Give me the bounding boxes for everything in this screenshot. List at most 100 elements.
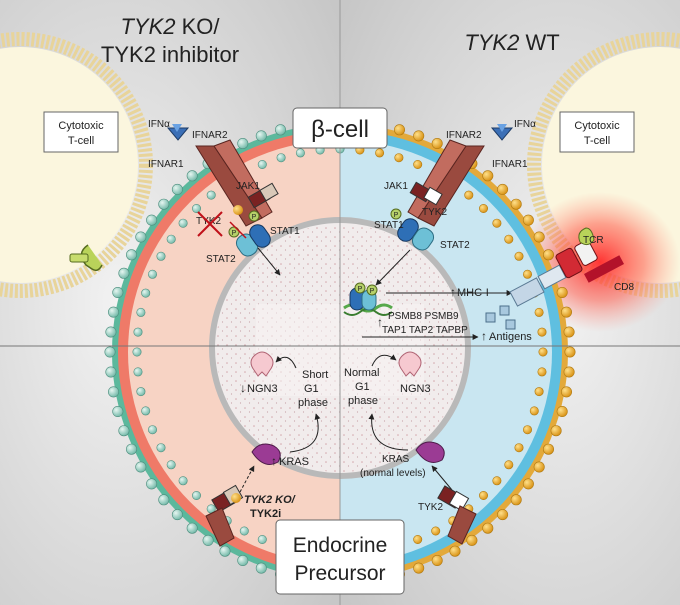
- header-left-line2: TYK2 inhibitor: [101, 42, 239, 67]
- endocrine-label: Endocrine: [293, 534, 388, 557]
- membrane-bead: [257, 160, 267, 170]
- membrane-bead: [413, 562, 425, 574]
- svg-text:P: P: [358, 286, 363, 293]
- membrane-bead: [219, 545, 231, 557]
- membrane-bead: [192, 490, 202, 500]
- membrane-bead: [146, 214, 158, 226]
- membrane-bead: [141, 288, 151, 298]
- tcell-right-box: [559, 111, 635, 153]
- membrane-bead: [431, 554, 443, 566]
- membrane-bead: [148, 425, 158, 435]
- membrane-bead: [133, 367, 143, 377]
- antigens-label: Antigens: [489, 331, 532, 343]
- membrane-bead: [171, 509, 183, 521]
- membrane-bead: [497, 183, 509, 195]
- membrane-bead: [126, 249, 138, 261]
- membrane-bead: [112, 286, 124, 298]
- membrane-bead: [413, 160, 423, 170]
- membrane-bead: [276, 153, 286, 163]
- ngn3-left-icon: [250, 351, 274, 377]
- membrane-bead: [132, 347, 142, 357]
- arrow-kras-left-to-g1: [289, 413, 321, 453]
- membrane-bead: [478, 204, 488, 214]
- normal-g1-line2: G1: [355, 381, 370, 393]
- tap-label: TAP1 TAP2 TAPBP: [382, 325, 468, 336]
- membrane-bead: [550, 425, 562, 437]
- membrane-bead: [108, 386, 120, 398]
- tcell-right-line1: Cytotoxic: [574, 120, 620, 132]
- ifnar1-left-label: IFNAR1: [148, 159, 184, 170]
- membrane-bead: [514, 251, 524, 261]
- membrane-bead: [135, 461, 147, 473]
- tyk2-bottom-right-label: TYK2: [418, 502, 443, 513]
- membrane-bead: [542, 249, 554, 261]
- mhc-label: MHC-I: [457, 287, 489, 299]
- membrane-bead: [158, 494, 170, 506]
- membrane-bead: [537, 327, 547, 337]
- membrane-bead: [206, 190, 216, 200]
- membrane-bead: [482, 170, 494, 182]
- membrane-bead: [192, 204, 202, 214]
- membrane-bead: [556, 405, 568, 417]
- header-right: TYK2 WT: [464, 30, 559, 55]
- up-arrow-mhc: ↑: [450, 285, 456, 299]
- stat-proteins-left: P P: [228, 210, 271, 257]
- membrane-bead: [186, 170, 198, 182]
- membrane-bead: [514, 443, 524, 453]
- membrane-bead: [141, 406, 151, 416]
- tyk2-right-label: TYK2: [422, 207, 447, 218]
- membrane-bead: [295, 148, 305, 158]
- membrane-bead: [529, 406, 539, 416]
- membrane-bead: [464, 190, 474, 200]
- membrane-bead: [105, 366, 117, 378]
- stat2-right-label: STAT2: [440, 240, 470, 251]
- mhc-molecule: [509, 264, 567, 307]
- arrow-tyk2-to-kras-right: [431, 465, 453, 491]
- membrane-bead: [255, 562, 267, 574]
- membrane-bead: [156, 443, 166, 453]
- up-arrow-kras: ↑: [271, 454, 277, 468]
- membrane-bead: [239, 526, 249, 536]
- membrane-bead: [478, 490, 488, 500]
- membrane-bead: [431, 526, 441, 536]
- svg-text:P: P: [394, 212, 399, 219]
- tyk2-ko-receptor-icon: [205, 484, 244, 547]
- normal-g1-line3: phase: [348, 395, 378, 407]
- endocrine-precursor-box: [275, 519, 405, 595]
- arrow-stat-left-to-nucleus: [257, 247, 281, 276]
- membrane-bead: [449, 545, 461, 557]
- membrane-bead: [533, 231, 545, 243]
- membrane-bead: [560, 306, 572, 318]
- membrane-bead: [537, 367, 547, 377]
- ngn3-right-label: NGN3: [400, 383, 431, 395]
- normal-g1-line1: Normal: [344, 367, 379, 379]
- membrane-bead: [126, 443, 138, 455]
- psmb-label: PSMB8 PSMB9: [388, 311, 459, 322]
- tcell-left-shape: [0, 32, 153, 298]
- antigen-squares-icon: [485, 305, 516, 330]
- svg-text:P: P: [252, 214, 257, 221]
- ifnar-receptor-right: [407, 139, 485, 227]
- arrow-g1-to-ngn3-right: [371, 354, 397, 367]
- cd8-label: CD8: [614, 282, 634, 293]
- membrane-bead: [497, 509, 509, 521]
- membrane-bead: [393, 124, 405, 136]
- stat1-left-label: STAT1: [270, 226, 300, 237]
- arrow-kras-right-to-g1: [368, 413, 409, 451]
- membrane-bead: [431, 138, 443, 150]
- membrane-bead: [522, 478, 534, 490]
- kras-right-icon: [415, 441, 445, 463]
- tcell-right-line2: T-cell: [584, 135, 610, 147]
- left-tcell-receptor-icon: [69, 244, 103, 272]
- membrane-bead: [534, 307, 544, 317]
- membrane-bead: [237, 554, 249, 566]
- down-arrow-ngn3: ↓: [240, 381, 246, 395]
- tyk2-ko-line2: TYK2i: [250, 508, 281, 520]
- membrane-bead: [257, 534, 267, 544]
- ngn3-right-icon: [398, 351, 422, 377]
- membrane-bead: [504, 460, 514, 470]
- membrane-bead: [237, 138, 249, 150]
- kras-left-label: KRAS: [279, 456, 309, 468]
- membrane-bead: [202, 534, 214, 546]
